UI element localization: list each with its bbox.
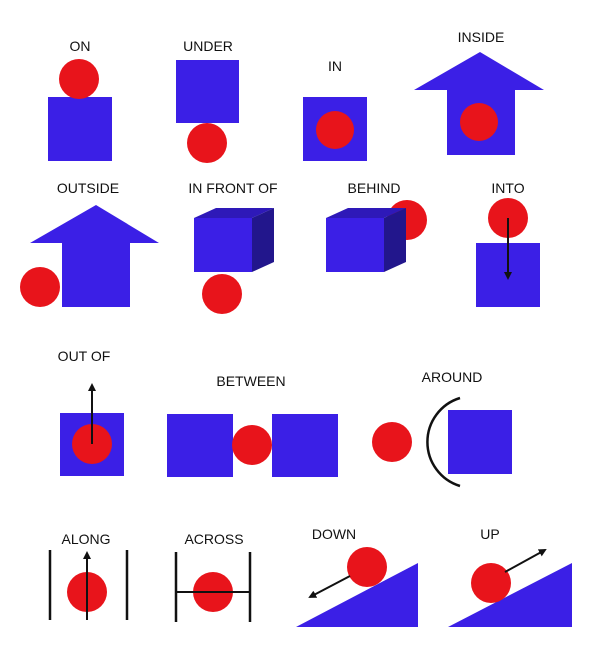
around-box [448,410,512,474]
in-front-of-illustration [194,208,274,314]
label-between: BETWEEN [216,373,286,389]
label-around: AROUND [421,369,483,385]
along-illustration [48,550,129,620]
behind-illustration [326,200,427,272]
behind-cube-side [384,208,406,272]
label-behind: BEHIND [347,180,401,196]
label-in-front-of: IN FRONT OF [188,180,278,196]
label-out-of: OUT OF [57,348,111,364]
down-arrow [308,575,351,598]
on-illustration [48,59,112,161]
under-illustration [176,60,239,163]
label-into: INTO [491,180,525,196]
out-of-illustration [60,383,124,476]
around-ball [372,422,412,462]
label-down: DOWN [311,526,357,542]
across-illustration [174,552,252,622]
on-box [48,97,112,161]
in-front-of-cube-top [194,208,274,218]
around-illustration [372,396,512,488]
up-arrow [504,549,547,573]
under-box [176,60,239,123]
label-up: UP [480,526,500,542]
in-front-of-cube-front [194,218,252,272]
inside-illustration [414,52,544,155]
label-in: IN [328,58,342,74]
behind-cube-front [326,218,384,272]
label-inside: INSIDE [457,29,505,45]
between-box-right [272,414,338,477]
down-illustration [296,547,418,627]
between-illustration [167,414,338,477]
under-ball [187,123,227,163]
outside-illustration [20,205,159,307]
label-along: ALONG [61,531,111,547]
label-outside: OUTSIDE [56,180,120,196]
on-ball [59,59,99,99]
in-front-of-ball [202,274,242,314]
behind-cube-top [326,208,406,218]
label-across: ACROSS [184,531,244,547]
up-illustration [448,549,572,627]
in-ball [316,111,354,149]
into-illustration [476,198,540,307]
outside-ball [20,267,60,307]
outside-house [30,205,159,307]
down-ball [347,547,387,587]
up-slope [448,563,572,627]
between-box-left [167,414,233,477]
inside-ball [460,103,498,141]
in-front-of-cube-side [252,208,274,272]
around-arc [426,396,461,488]
down-slope [296,563,418,627]
label-on: ON [69,38,91,54]
label-under: UNDER [183,38,233,54]
up-ball [471,563,511,603]
in-illustration [303,97,367,161]
between-ball [232,425,272,465]
